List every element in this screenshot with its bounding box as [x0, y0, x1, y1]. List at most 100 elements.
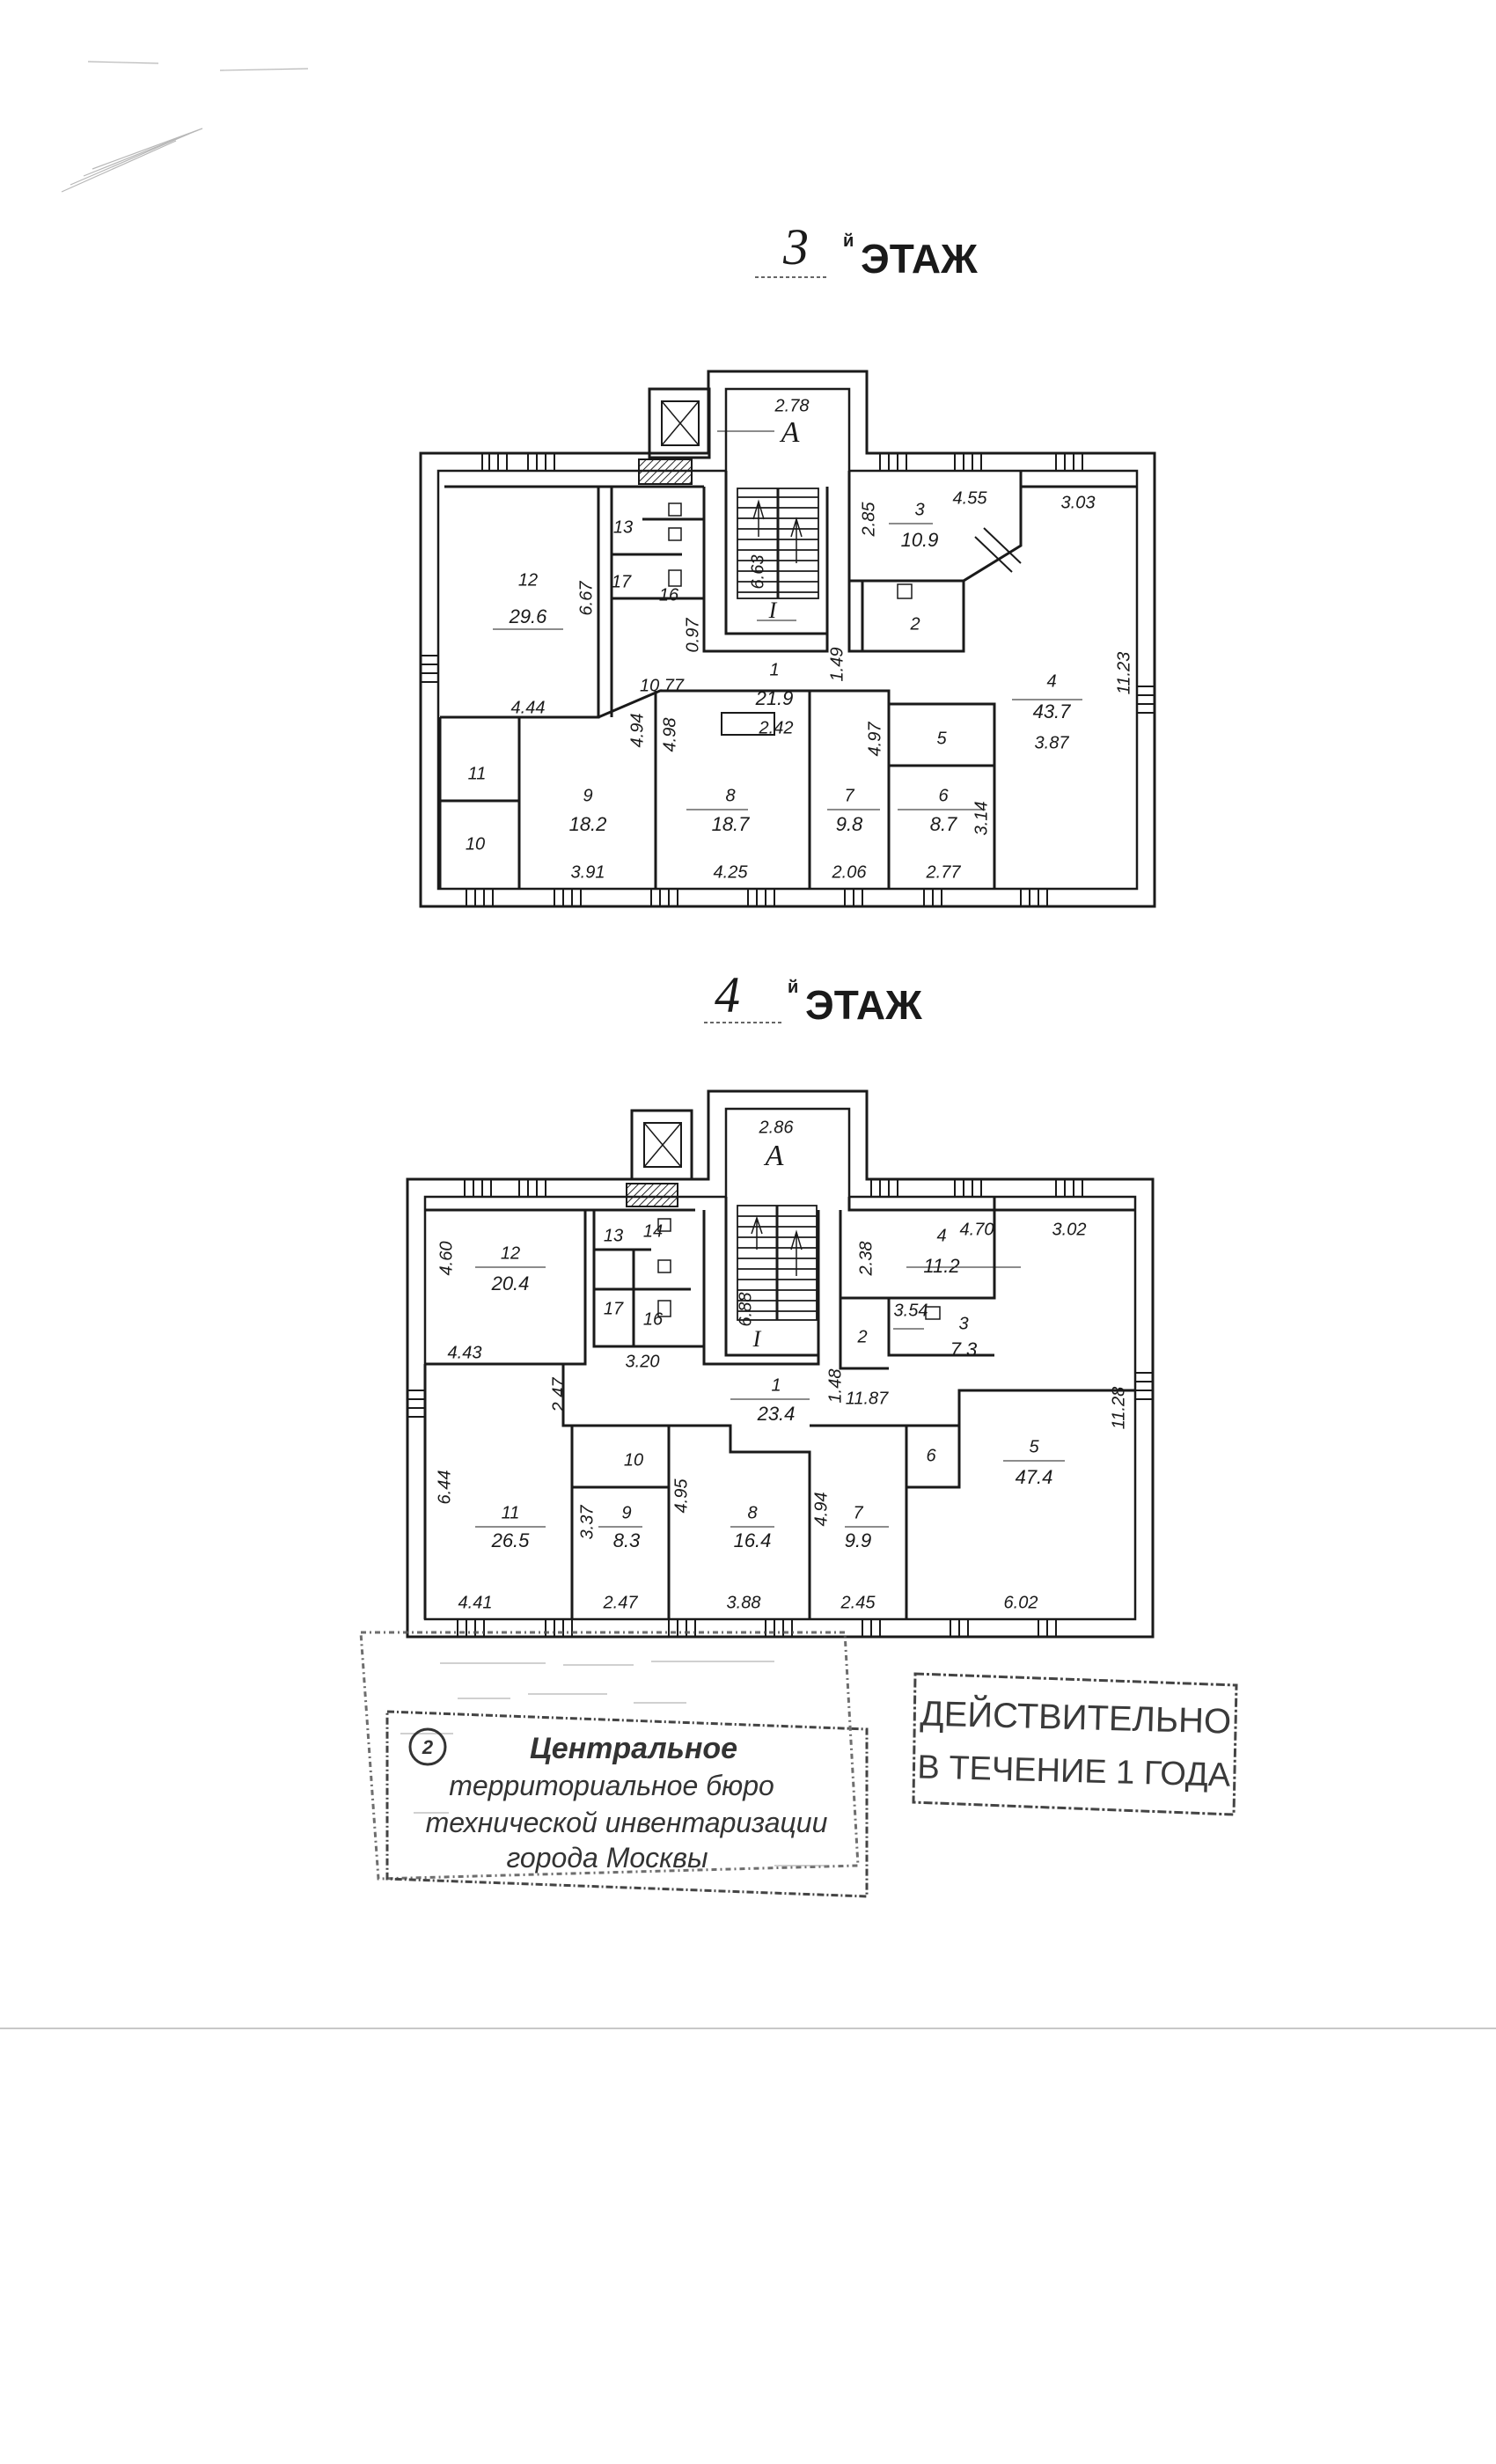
f4-room-8-num: 8 [747, 1503, 757, 1522]
f3-room-1-dim-short: 2.42 [759, 718, 794, 737]
f3-room-4-area: 43.7 [1033, 700, 1072, 722]
f4-room-12-length: 4.60 [436, 1242, 456, 1276]
floor-3-number: 3 [782, 218, 809, 275]
bti-stamp-line4: города Москвы [507, 1842, 708, 1874]
floor-4-plan [406, 1089, 1155, 1639]
f4-room-7-length: 4.94 [811, 1492, 831, 1527]
floor-4-staircase [737, 1205, 818, 1321]
f3-room-10-num: 10 [466, 834, 485, 854]
floor-3-title-word: ЭТАЖ [861, 236, 978, 282]
f4-room-8-length: 4.95 [671, 1478, 691, 1514]
floor-3-labels: 2.78 А 6.63 I 12 29.6 4.44 6.67 13 17 16… [466, 396, 1133, 882]
f4-room-11-width: 4.41 [458, 1593, 493, 1612]
f3-room-13-num: 13 [613, 517, 633, 537]
f4-room-12-area: 20.4 [491, 1272, 530, 1294]
f3-room-2-num: 2 [909, 614, 920, 634]
f4-room-3-dim: 3.54 [894, 1301, 928, 1320]
f3-room-12-area: 29.6 [509, 605, 548, 627]
f4-room-4-num: 4 [936, 1226, 946, 1245]
f3-room-3-area: 10.9 [901, 529, 939, 551]
f4-room-7-num: 7 [853, 1503, 863, 1522]
f3-room-12-length: 6.67 [576, 581, 596, 616]
f4-room-9-length: 3.37 [577, 1505, 597, 1540]
f3-room-7-area: 9.8 [836, 813, 863, 835]
f4-stair-mark: А [764, 1140, 784, 1172]
bti-stamp-line1: Центральное [530, 1732, 737, 1765]
bti-stamp: 2 Центральное территориальное бюро техни… [359, 1631, 869, 1898]
f3-room-6-area: 8.7 [930, 813, 957, 835]
floor-3-interior-walls [438, 471, 1137, 889]
f3-stair-label: I [768, 598, 778, 623]
f4-room-5-dim-low: 6.02 [1004, 1593, 1038, 1612]
f4-room-9-width: 2.47 [603, 1593, 639, 1612]
bti-stamp-badge: 2 [422, 1736, 434, 1758]
f4-room-8-width: 3.88 [727, 1593, 761, 1612]
f3-room-16-num: 16 [659, 585, 679, 605]
f4-room-16-num: 16 [643, 1309, 664, 1329]
f3-dim-097: 0.97 [683, 618, 702, 653]
f3-room-4-width: 3.03 [1061, 493, 1096, 512]
floor-4-suffix: й [788, 978, 798, 997]
f3-stair-dim-side: 6.63 [748, 555, 767, 590]
f3-room-6-length: 3.14 [972, 802, 991, 836]
f4-room-3-area: 7.3 [950, 1338, 978, 1360]
floor-3-plan [419, 370, 1156, 908]
floor-3-windows [421, 453, 1155, 906]
f4-room-2-num: 2 [856, 1327, 867, 1346]
f4-room-6-num: 6 [926, 1446, 936, 1465]
f3-room-5-num: 5 [936, 729, 947, 748]
bti-stamp-line3: технической инвентаризации [426, 1807, 828, 1838]
f3-room-6-num: 6 [938, 786, 949, 805]
f3-room-8-width: 4.25 [714, 862, 749, 882]
f3-room-4-dim-low: 3.87 [1035, 733, 1070, 752]
floor-3-ventilation-riser [638, 458, 693, 485]
validity-stamp-line1: ДЕЙСТВИТЕЛЬНО [920, 1692, 1232, 1741]
f4-room-11-area: 26.5 [491, 1529, 531, 1551]
f3-room-1-area: 21.9 [755, 687, 794, 709]
floor-4-outer-wall [406, 1089, 1155, 1639]
f4-room-5-area: 47.4 [1016, 1466, 1053, 1488]
f4-room-4-length: 2.38 [856, 1242, 876, 1277]
f3-room-8-length: 4.98 [660, 718, 679, 752]
f4-stair-label: I [752, 1326, 762, 1352]
f4-room-9-area: 8.3 [613, 1529, 641, 1551]
f4-room-11-num: 11 [502, 1503, 520, 1522]
f3-room-9-num: 9 [583, 786, 592, 805]
floor-3-staircase [737, 488, 819, 599]
f3-room-8-num: 8 [725, 786, 735, 805]
f4-room-7-width: 2.45 [840, 1593, 876, 1612]
f3-room-9-length: 4.94 [627, 714, 647, 748]
f3-room-7-width: 2.06 [832, 862, 868, 882]
f3-room-3-num: 3 [914, 500, 924, 519]
f3-room-7-length: 4.97 [865, 722, 884, 757]
f3-room-11-num: 11 [468, 764, 487, 783]
floor-4-leaders [475, 1266, 1065, 1528]
floor-3-leaders [493, 430, 1082, 810]
f3-room-17-num: 17 [612, 572, 632, 591]
f3-room-3-width: 4.55 [953, 488, 988, 508]
f4-room-7-area: 9.9 [845, 1529, 872, 1551]
floor-4-number: 4 [715, 966, 740, 1023]
f4-stair-dim-side: 6.88 [736, 1293, 755, 1327]
f3-room-8-area: 18.7 [712, 813, 751, 835]
f4-dim-320: 3.20 [626, 1352, 660, 1371]
f4-room-14-num: 14 [643, 1221, 663, 1241]
floor-4-title-word: ЭТАЖ [805, 982, 922, 1028]
f4-dim-247: 2.47 [549, 1377, 568, 1413]
f3-stair-dim-top: 2.78 [774, 396, 810, 415]
f4-room-5-length: 11.28 [1109, 1387, 1128, 1430]
f3-room-4-num: 4 [1046, 671, 1056, 691]
f4-room-1-area: 23.4 [757, 1403, 796, 1425]
f3-room-6-width: 2.77 [926, 862, 962, 882]
f4-room-12-width: 4.43 [448, 1343, 482, 1362]
f4-room-12-num: 12 [501, 1243, 520, 1263]
bti-stamp-line2: территориальное бюро [449, 1770, 774, 1801]
f3-room-12-num: 12 [518, 570, 538, 590]
validity-stamp-line2: В ТЕЧЕНИЕ 1 ГОДА [917, 1749, 1231, 1793]
f3-room-3-length: 2.85 [859, 502, 878, 538]
validity-stamp: ДЕЙСТВИТЕЛЬНО В ТЕЧЕНИЕ 1 ГОДА [912, 1672, 1238, 1816]
floor-4-title: 4 й ЭТАЖ [704, 966, 922, 1028]
f3-room-9-width: 3.91 [571, 862, 605, 882]
